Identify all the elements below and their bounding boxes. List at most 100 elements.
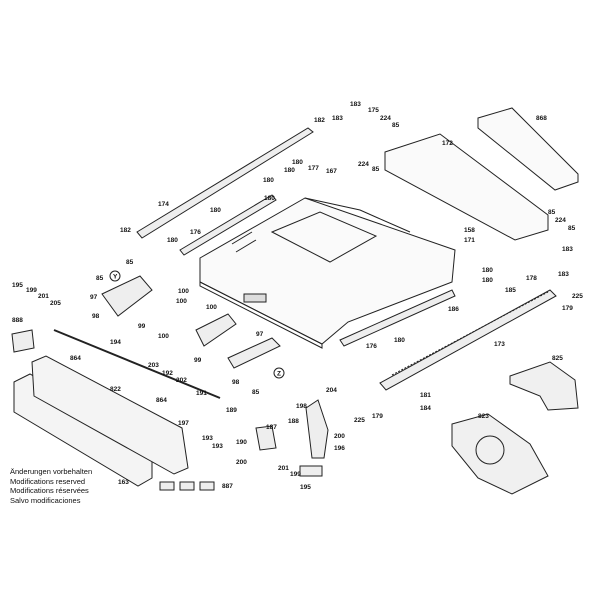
part-labels: 182 183 175 183 224 85 172 868 180 177 1…: [12, 101, 583, 491]
label-199-a: 199: [26, 287, 37, 294]
label-224-b: 224: [358, 161, 369, 168]
label-85-d: 85: [568, 225, 576, 232]
label-180-d: 180: [210, 207, 221, 214]
label-185: 185: [505, 287, 516, 294]
label-224-a: 224: [380, 115, 391, 122]
label-y: Y: [113, 274, 118, 281]
label-176-b: 176: [366, 343, 377, 350]
label-190: 190: [236, 439, 247, 446]
bracket-mid: [195, 313, 237, 347]
label-182-a: 182: [314, 117, 325, 124]
clip-888: [11, 329, 35, 353]
label-180-a: 180: [292, 159, 303, 166]
marker-z-circle: [273, 367, 285, 379]
label-200-a: 200: [334, 433, 345, 440]
label-225-a: 225: [572, 293, 583, 300]
label-183-d: 183: [558, 271, 569, 278]
label-183-a: 183: [350, 101, 361, 108]
label-100-d: 100: [206, 304, 217, 311]
label-100-b: 100: [176, 298, 187, 305]
table-top-edge: [199, 281, 323, 349]
clip-887b: [179, 481, 195, 491]
label-200-b: 200: [236, 459, 247, 466]
notice-german: Änderungen vorbehalten: [10, 467, 93, 476]
label-197: 197: [178, 420, 189, 427]
label-888: 888: [12, 317, 23, 324]
label-887: 887: [222, 483, 233, 490]
label-183-b: 183: [332, 115, 343, 122]
table-insert-opening: [270, 211, 378, 263]
label-182-b: 182: [120, 227, 131, 234]
table-slot: [231, 231, 257, 253]
extension-172: [384, 133, 549, 241]
label-98-b: 98: [232, 379, 240, 386]
marker-y-circle: [109, 270, 121, 282]
label-199-b: 199: [290, 471, 301, 478]
label-195-a: 195: [12, 282, 23, 289]
label-194: 194: [110, 339, 121, 346]
label-864-b: 864: [156, 397, 167, 404]
bracket-97: [227, 337, 281, 369]
label-99-b: 99: [194, 357, 202, 364]
label-85-f: 85: [96, 275, 104, 282]
label-180-i: 180: [394, 337, 405, 344]
label-85-g: 85: [252, 389, 260, 396]
bracket-204: [305, 399, 329, 459]
label-180-f: 180: [167, 237, 178, 244]
label-204: 204: [326, 387, 337, 394]
label-202: 202: [176, 377, 187, 384]
label-178: 178: [526, 275, 537, 282]
label-181: 181: [420, 392, 431, 399]
miter-gauge-825: [509, 361, 579, 411]
label-205: 205: [50, 300, 61, 307]
modifications-notice: Änderungen vorbehalten Modifications res…: [10, 467, 92, 505]
rod-194: [53, 329, 221, 399]
label-174: 174: [158, 201, 169, 208]
bracket-left: [101, 275, 153, 317]
label-225-b: 225: [354, 417, 365, 424]
label-198: 198: [296, 403, 307, 410]
label-864-a: 864: [70, 355, 81, 362]
label-158: 158: [464, 227, 475, 234]
label-193-b: 193: [212, 443, 223, 450]
label-99-a: 99: [138, 323, 146, 330]
rail-176-upper: [179, 194, 277, 256]
clip-195: [299, 465, 323, 477]
label-180-e: 180: [264, 195, 275, 202]
blade-guard-pivot: [475, 435, 505, 465]
rail-174: [136, 127, 314, 239]
blade-guard-823: [451, 413, 549, 495]
label-193-a: 193: [202, 435, 213, 442]
bracket-187: [255, 425, 277, 451]
notice-english: Modifications reserved: [10, 476, 86, 486]
label-173: 173: [494, 341, 505, 348]
label-177: 177: [308, 165, 319, 172]
notice-french: Modifications réservées: [10, 486, 89, 496]
label-175: 175: [368, 107, 379, 114]
label-180-c: 180: [263, 177, 274, 184]
rail-173: [379, 289, 557, 391]
label-196: 196: [334, 445, 345, 452]
label-195-b: 195: [300, 484, 311, 491]
label-188: 188: [288, 418, 299, 425]
label-167: 167: [326, 168, 337, 175]
label-85-a: 85: [392, 122, 400, 129]
label-85-b: 85: [372, 166, 380, 173]
label-183-c: 183: [562, 246, 573, 253]
label-180-h: 180: [482, 277, 493, 284]
label-97-b: 97: [256, 331, 264, 338]
label-192: 192: [162, 370, 173, 377]
label-85-c: 85: [548, 209, 556, 216]
label-825: 825: [552, 355, 563, 362]
label-180-b: 180: [284, 167, 295, 174]
motor-housing-mark: [243, 293, 267, 303]
label-180-g: 180: [482, 267, 493, 274]
clip-887a: [159, 481, 175, 491]
extension-868: [477, 107, 579, 191]
label-171: 171: [464, 237, 475, 244]
rail-176-lower: [339, 289, 456, 347]
label-822: 822: [110, 386, 121, 393]
label-186: 186: [448, 306, 459, 313]
